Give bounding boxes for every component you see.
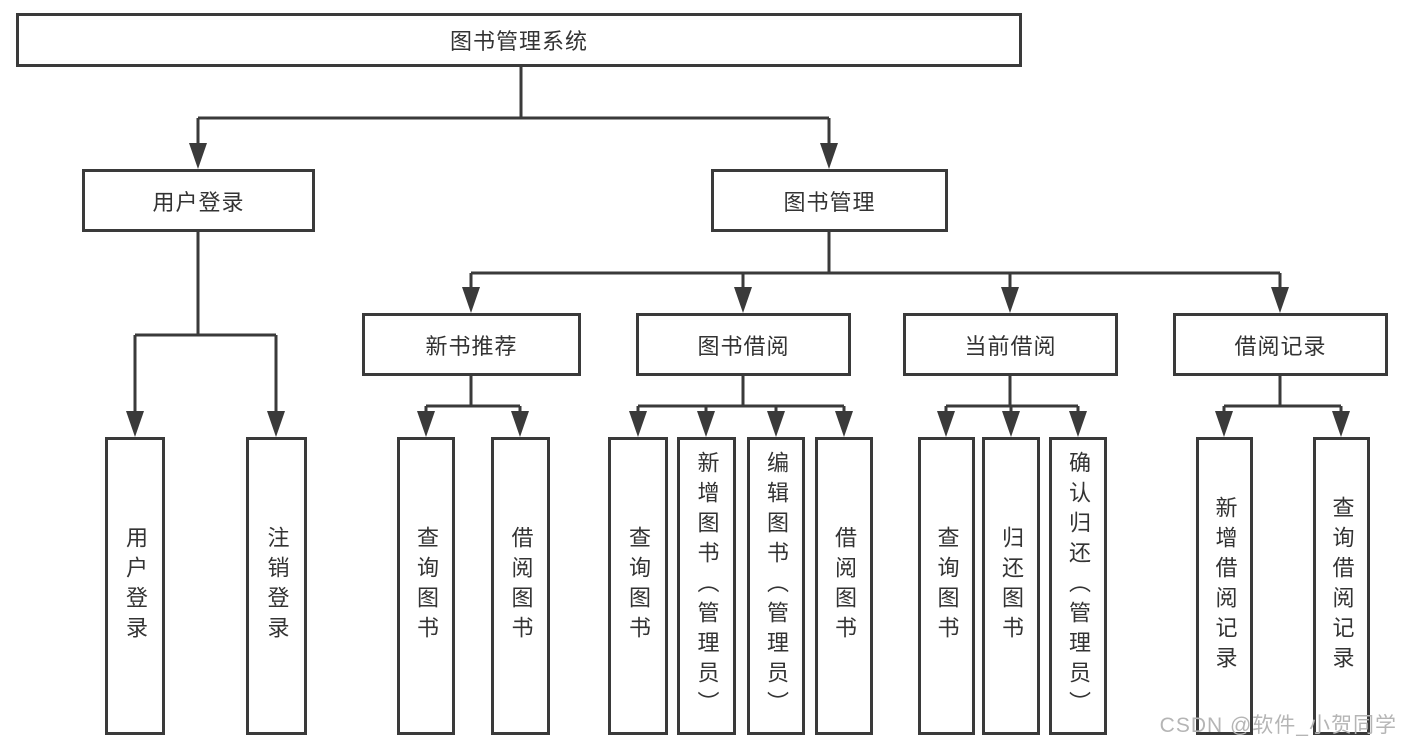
node-book-borrow: 图书借阅	[636, 313, 851, 376]
node-root: 图书管理系统	[16, 13, 1022, 67]
node-new-rec: 新书推荐	[362, 313, 581, 376]
node-leaf-add-record: 新增借阅记录	[1196, 437, 1253, 735]
node-borrow-records-label: 借阅记录	[1234, 333, 1327, 359]
node-book-mgmt-label: 图书管理	[783, 189, 876, 215]
node-leaf-query-record: 查询借阅记录	[1313, 437, 1370, 735]
node-new-rec-label: 新书推荐	[425, 333, 518, 359]
csdn-watermark: CSDN @软件_小贺同学	[1159, 714, 1397, 737]
node-leaf-logout: 注销登录	[246, 437, 307, 735]
node-borrow-records: 借阅记录	[1173, 313, 1388, 376]
node-leaf-edit-book-label: 编辑图书（管理员）	[764, 451, 789, 721]
node-leaf-user-login-label: 用户登录	[123, 526, 148, 646]
node-leaf-borrow-book-1: 借阅图书	[491, 437, 550, 735]
edge-bookborrow-to-children	[629, 376, 853, 437]
node-user-login-label: 用户登录	[152, 189, 245, 215]
edge-userlogin-to-children	[126, 232, 285, 437]
node-leaf-add-book: 新增图书（管理员）	[677, 437, 736, 735]
edge-borrowrecords-to-children	[1215, 376, 1350, 437]
node-user-login: 用户登录	[82, 169, 315, 232]
node-leaf-borrow-book-1-label: 借阅图书	[508, 526, 534, 646]
node-leaf-borrow-book-2: 借阅图书	[815, 437, 873, 735]
node-leaf-query-book-2-label: 查询图书	[626, 526, 651, 646]
node-leaf-query-book-3: 查询图书	[918, 437, 975, 735]
node-leaf-query-record-label: 查询借阅记录	[1329, 496, 1355, 676]
node-root-label: 图书管理系统	[449, 29, 588, 54]
node-leaf-query-book-3-label: 查询图书	[934, 526, 960, 646]
node-current-borrow: 当前借阅	[903, 313, 1118, 376]
node-leaf-query-book-1-label: 查询图书	[414, 526, 439, 646]
node-leaf-query-book-2: 查询图书	[608, 437, 668, 735]
node-leaf-confirm-return-label: 确认归还（管理员）	[1066, 451, 1091, 721]
node-leaf-return-book-label: 归还图书	[999, 526, 1024, 646]
edge-bookmgmt-to-level3	[462, 232, 1289, 313]
node-leaf-query-book-1: 查询图书	[397, 437, 455, 735]
node-current-borrow-label: 当前借阅	[964, 333, 1057, 359]
edge-root-to-level2	[189, 67, 838, 169]
node-leaf-edit-book: 编辑图书（管理员）	[747, 437, 805, 735]
node-book-borrow-label: 图书借阅	[697, 333, 790, 359]
node-leaf-add-book-label: 新增图书（管理员）	[694, 451, 720, 721]
edge-currentborrow-to-children	[937, 376, 1087, 437]
edge-newrec-to-children	[417, 376, 529, 437]
node-leaf-confirm-return: 确认归还（管理员）	[1049, 437, 1107, 735]
node-book-mgmt: 图书管理	[711, 169, 948, 232]
node-leaf-logout-label: 注销登录	[264, 526, 290, 646]
node-leaf-add-record-label: 新增借阅记录	[1212, 496, 1238, 676]
node-leaf-user-login: 用户登录	[105, 437, 165, 735]
node-leaf-return-book: 归还图书	[982, 437, 1040, 735]
node-leaf-borrow-book-2-label: 借阅图书	[832, 526, 857, 646]
